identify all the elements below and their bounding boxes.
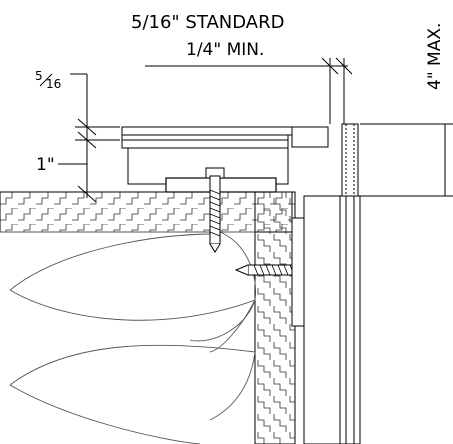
fraction-bar: [39, 73, 53, 87]
label-standard: 5/16" STANDARD: [131, 12, 284, 33]
insulation-board-horizontal: [0, 191, 293, 233]
label-one-inch: 1": [36, 155, 55, 175]
clip-plate: [165, 177, 277, 193]
insulation-board-vertical: [254, 191, 296, 444]
wall-panels: [291, 123, 361, 444]
label-fraction-numerator: 5: [35, 69, 43, 83]
label-minimum: 1/4" MIN.: [186, 40, 264, 60]
label-maximum: 4" MAX.: [425, 23, 445, 90]
label-fraction-denominator: 16: [46, 77, 61, 91]
dimension-lines: [58, 57, 453, 203]
coping-plates: [121, 126, 329, 185]
batt-insulation: [0, 231, 257, 444]
vertical-screw: [205, 167, 225, 253]
